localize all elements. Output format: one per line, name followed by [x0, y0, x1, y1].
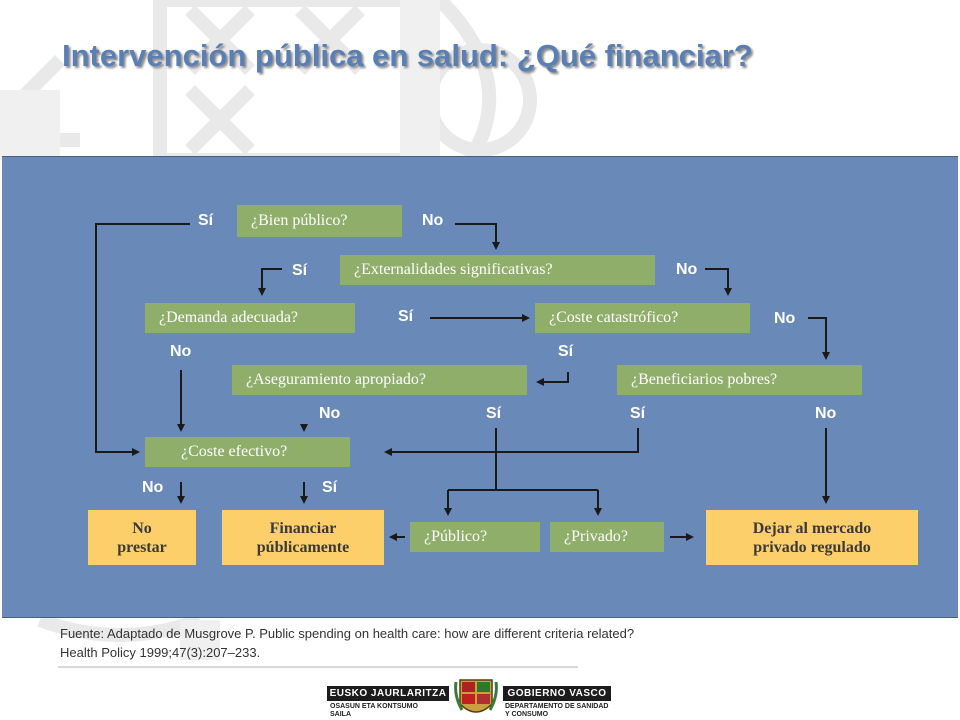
source-citation: Fuente: Adaptado de Musgrove P. Public s…: [60, 624, 634, 662]
page-title: Intervención pública en salud: ¿Qué fina…: [62, 38, 753, 73]
logo-gobierno-vasco: GOBIERNO VASCO: [503, 686, 611, 701]
basque-crest-icon: [454, 679, 498, 713]
connector-bien-si: [95, 223, 190, 456]
question-bien-publico: ¿Bien público?: [237, 205, 402, 237]
department-label-basque: OSASUN ETA KONTSUMO SAILA: [330, 703, 418, 718]
source-divider: [58, 666, 578, 668]
connector-benef-si: [384, 428, 639, 456]
source-line-1: Fuente: Adaptado de Musgrove P. Public s…: [60, 626, 635, 641]
outcome-dejar-mercado: Dejar al mercado privado regulado: [706, 510, 918, 565]
answer-aseg-si: Sí: [486, 405, 502, 422]
outcome-financiar-line2: públicamente: [256, 538, 350, 556]
answer-benef-si: Sí: [630, 405, 646, 422]
connector-ext-si: [258, 268, 282, 296]
answer-aseg-no: No: [319, 405, 341, 422]
answer-bien-no: No: [422, 212, 444, 229]
question-beneficiarios: ¿Beneficiarios pobres?: [617, 365, 862, 395]
outcome-dejar-line2: privado regulado: [753, 538, 871, 556]
question-demanda: ¿Demanda adecuada?: [145, 303, 355, 333]
answer-benef-no: No: [815, 405, 837, 422]
outcome-dejar-line1: Dejar al mercado: [752, 519, 872, 537]
answer-ce-no: No: [142, 479, 164, 496]
question-externalidades: ¿Externalidades significativas?: [340, 255, 655, 285]
outcome-no-prestar: No prestar: [88, 510, 196, 565]
outcome-no-prestar-line1: No: [132, 519, 152, 537]
answer-ext-no: No: [676, 261, 698, 278]
question-privado: ¿Privado?: [550, 522, 664, 552]
answer-ce-si: Sí: [322, 479, 338, 496]
department-label-spanish: DEPARTAMENTO DE SANIDAD Y CONSUMO: [505, 703, 609, 718]
question-aseguramiento: ¿Aseguramiento apropiado?: [232, 365, 527, 395]
connector-cat-no: [808, 317, 830, 360]
question-publico: ¿Público?: [410, 522, 540, 552]
connector-bien-no: [455, 223, 500, 250]
connector-cat-si: [536, 372, 569, 386]
connector-ext-no: [705, 268, 732, 296]
source-line-2: Health Policy 1999;47(3):207–233.: [60, 645, 261, 660]
answer-demanda-no: No: [170, 343, 192, 360]
outcome-financiar-line1: Financiar: [269, 519, 337, 537]
answer-bien-si: Sí: [198, 212, 214, 229]
outcome-financiar: Financiar públicamente: [222, 510, 384, 565]
question-coste-catastrofico: ¿Coste catastrófico?: [535, 303, 750, 333]
question-coste-efectivo: ¿Coste efectivo?: [145, 437, 350, 467]
answer-demanda-si: Sí: [398, 308, 414, 325]
answer-ext-si: Sí: [292, 262, 308, 279]
answer-cat-no: No: [774, 310, 796, 327]
logo-eusko-jaurlaritza: EUSKO JAURLARITZA: [327, 686, 449, 701]
outcome-no-prestar-line2: prestar: [117, 538, 167, 556]
answer-cat-si: Sí: [558, 343, 574, 360]
